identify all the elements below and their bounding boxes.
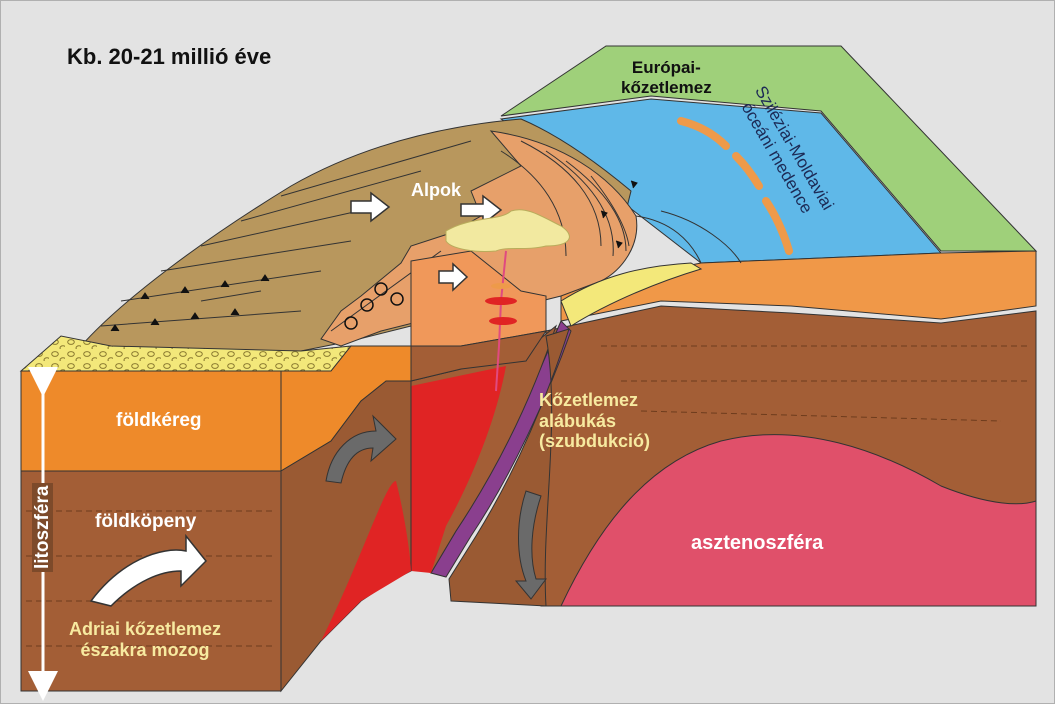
adriatic-label-line2: északra mozog — [69, 640, 221, 661]
page-title: Kb. 20-21 millió éve — [67, 44, 271, 69]
adriatic-plate-label: Adriai kőzetlemez északra mozog — [69, 619, 221, 660]
magma-lens-2 — [489, 317, 517, 325]
european-plate-label: Európai- kőzetlemez — [621, 58, 712, 97]
crust-label: földkéreg — [116, 410, 202, 432]
magma-lens-1 — [485, 297, 517, 305]
subduction-label-line3: (szubdukció) — [539, 431, 650, 452]
subduction-label: Kőzetlemez alábukás (szubdukció) — [539, 390, 650, 452]
adriatic-label-line1: Adriai kőzetlemez — [69, 619, 221, 640]
european-plate-label-line1: Európai- — [621, 58, 712, 78]
lithosphere-label: litoszféra — [32, 492, 54, 572]
subduction-label-line2: alábukás — [539, 411, 650, 432]
asthenosphere-label: asztenoszféra — [691, 532, 823, 555]
mantle-label: földköpeny — [95, 511, 196, 533]
alps-label: Alpok — [411, 180, 461, 201]
magma-lens-3 — [491, 283, 511, 289]
subduction-label-line1: Kőzetlemez — [539, 390, 650, 411]
lithosphere-label-text: litoszféra — [32, 483, 53, 572]
european-plate-label-line2: kőzetlemez — [621, 78, 712, 98]
